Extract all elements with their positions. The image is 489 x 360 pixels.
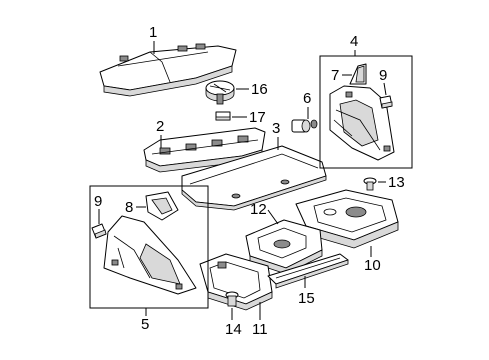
- part-17-clip[interactable]: [215, 111, 231, 121]
- leader-12: [267, 209, 279, 225]
- callout-16: 16: [251, 81, 268, 98]
- part-15-scuff-plate[interactable]: [267, 253, 349, 289]
- callout-13: 13: [388, 174, 405, 191]
- callout-8: 8: [125, 199, 133, 216]
- part-5-side-trim-left[interactable]: [103, 215, 197, 295]
- part-3-floor-board[interactable]: [181, 145, 327, 211]
- callout-6: 6: [303, 90, 311, 107]
- callout-5: 5: [141, 316, 149, 333]
- callout-11: 11: [252, 321, 268, 338]
- part-2-back-panel-trim[interactable]: [143, 127, 266, 173]
- callout-10: 10: [364, 257, 381, 274]
- callout-9-right: 9: [379, 67, 387, 84]
- group-box-5: [89, 185, 209, 309]
- callout-9-left: 9: [94, 193, 102, 210]
- part-7-cover[interactable]: [349, 63, 367, 85]
- part-9-clip-left[interactable]: [91, 223, 107, 239]
- part-16-tire-hold-down[interactable]: [205, 80, 235, 105]
- callout-4: 4: [350, 33, 358, 50]
- callout-7: 7: [331, 67, 339, 84]
- callout-14: 14: [225, 321, 242, 338]
- callout-12: 12: [250, 201, 267, 218]
- callout-17: 17: [249, 109, 266, 126]
- part-9-clip-right[interactable]: [379, 95, 393, 109]
- part-6-grommet[interactable]: [291, 119, 318, 133]
- part-14-clip[interactable]: [225, 291, 239, 307]
- callout-3: 3: [272, 120, 280, 137]
- group-box-4: [319, 55, 413, 169]
- callout-2: 2: [156, 118, 164, 135]
- part-10-tool-tray[interactable]: [295, 189, 399, 249]
- part-8-cover[interactable]: [145, 191, 179, 221]
- part-13-clip[interactable]: [363, 177, 377, 191]
- leader-9-right: [383, 82, 387, 96]
- part-4-side-trim-right[interactable]: [329, 85, 395, 161]
- part-1-package-tray[interactable]: [99, 43, 237, 97]
- callout-15: 15: [298, 290, 315, 307]
- callout-1: 1: [149, 24, 157, 41]
